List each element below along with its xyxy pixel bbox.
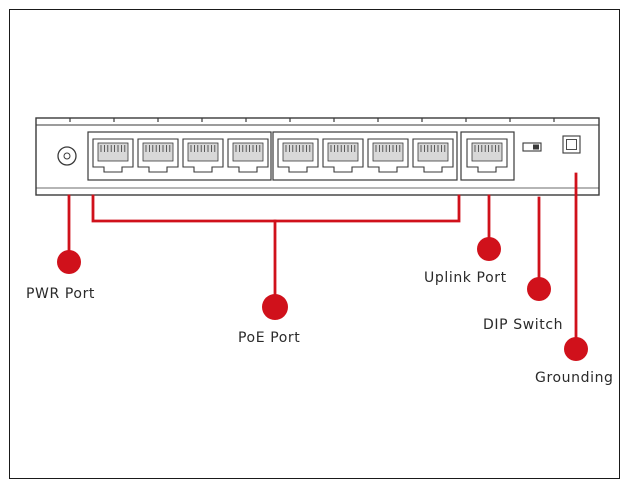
poe-port-1 <box>92 138 134 173</box>
poe-port-3 <box>182 138 224 173</box>
poe-port-6 <box>322 138 364 173</box>
power-jack-icon <box>57 146 77 166</box>
pwr-port-callout <box>57 194 81 274</box>
rj45-ports <box>92 138 508 173</box>
grounding-terminal-icon <box>562 135 581 154</box>
uplink-port-label: Uplink Port <box>424 270 507 286</box>
dip-switch-label: DIP Switch <box>483 317 564 333</box>
diagram-frame <box>9 9 620 479</box>
dip-switch-callout <box>527 196 551 301</box>
poe-port-7 <box>367 138 409 173</box>
poe-port-label: PoE Port <box>238 330 301 346</box>
poe-port-2 <box>137 138 179 173</box>
uplink-port-callout <box>477 194 501 261</box>
poe-port-callout <box>91 194 461 320</box>
pwr-port-label: PWR Port <box>26 286 96 302</box>
grounding-label: Grounding <box>535 370 614 386</box>
dip-switch-icon <box>522 142 542 152</box>
uplink-port-1 <box>466 138 508 173</box>
poe-port-4 <box>227 138 269 173</box>
poe-port-5 <box>277 138 319 173</box>
grounding-callout <box>564 172 588 361</box>
poe-port-8 <box>412 138 454 173</box>
